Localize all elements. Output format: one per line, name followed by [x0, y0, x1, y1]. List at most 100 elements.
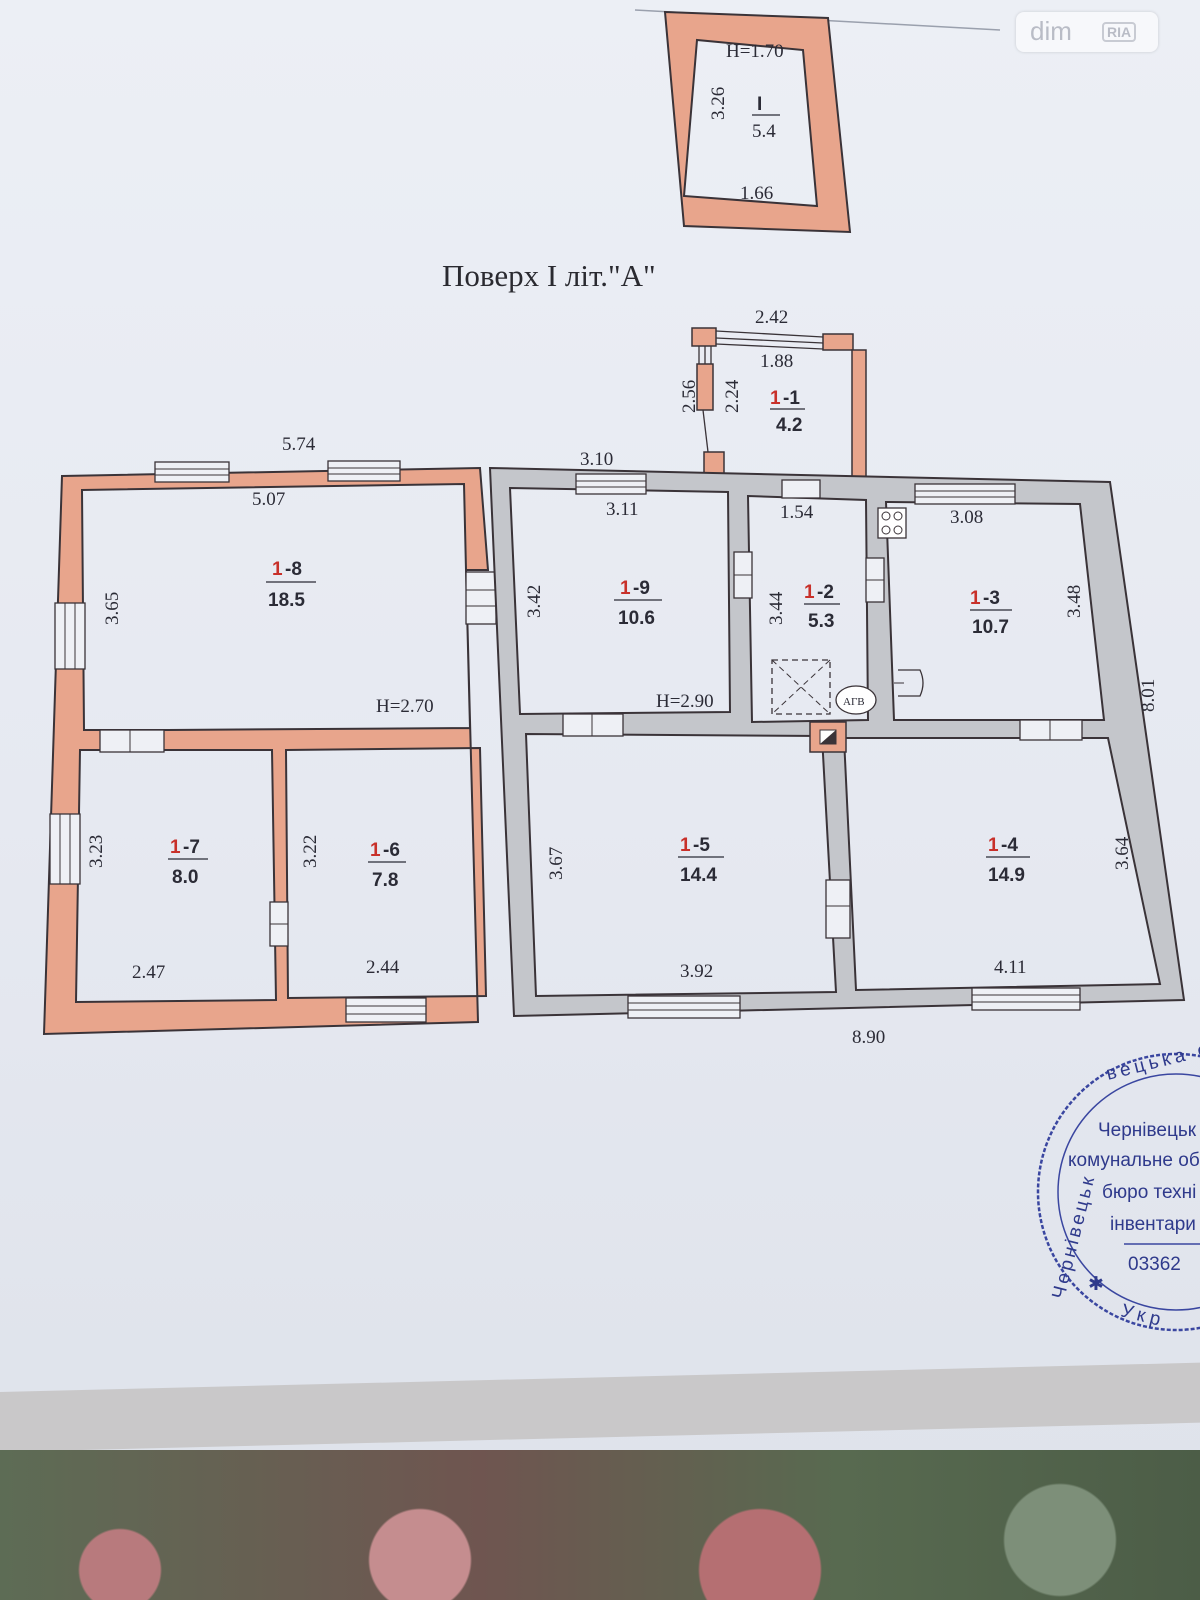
room-1-5-number: -5 — [693, 835, 710, 856]
right-window-sashes — [576, 480, 1080, 1011]
dim-r2-height: 3.44 — [766, 591, 787, 625]
stove-burner-icon — [893, 525, 903, 535]
dim-r5-height: 3.67 — [546, 847, 567, 880]
shower-diagonal — [771, 659, 831, 715]
room-1-4-area: 14.9 — [988, 865, 1025, 886]
chimney — [809, 721, 847, 753]
stove-burner-icon — [881, 511, 891, 521]
room-1-6-number: -6 — [383, 840, 400, 861]
room-1-7-number: -7 — [183, 837, 200, 858]
right-block-height: H=2.90 — [656, 691, 714, 712]
right-block: АГВ — [488, 466, 1186, 1019]
dim-r4-height: 3.64 — [1112, 836, 1133, 870]
stamp-line-4: інвентари — [1110, 1214, 1196, 1235]
porch-inner-width: 1.88 — [760, 351, 793, 372]
stamp-inner-ring — [1057, 1073, 1200, 1311]
room-1-9-number: -9 — [633, 578, 650, 599]
room-1-1-number: -1 — [783, 388, 800, 409]
room-1-2-floor: 1 — [804, 582, 815, 603]
porch-wall — [851, 349, 867, 481]
attic-height: H=1.70 — [726, 41, 784, 62]
dim-r7-width: 2.47 — [132, 962, 165, 983]
room-1-2-area: 5.3 — [808, 611, 834, 632]
room-1-8-number: -8 — [285, 559, 302, 580]
stove-burner-icon — [881, 525, 891, 535]
attic-plan: H=1.70 I 5.4 3.26 1.66 — [663, 10, 852, 234]
dim-hall-width: 1.54 — [780, 502, 814, 523]
porch-depth-inner: 2.24 — [722, 379, 743, 413]
left-block — [42, 460, 497, 1036]
room-1-6-area: 7.8 — [372, 870, 398, 891]
vent-mark — [820, 730, 836, 744]
room-1-5-floor: 1 — [680, 835, 691, 856]
porch-edge-line — [702, 409, 709, 453]
dim-r9-height: 3.42 — [524, 585, 545, 618]
boiler-icon — [835, 685, 877, 715]
attic-side: 3.26 — [708, 87, 729, 120]
porch-window — [698, 330, 824, 364]
shower-diagonal — [771, 659, 831, 715]
dim-kitchen-width: 3.08 — [950, 507, 983, 528]
dim-r6-width: 2.44 — [366, 957, 400, 978]
room-1-4-number: -4 — [1001, 835, 1018, 856]
dim-r8-height: 3.65 — [102, 592, 123, 625]
room-1-8-floor: 1 — [272, 559, 283, 580]
porch: 2.42 1.88 2.56 2.24 — [679, 307, 867, 481]
dim-r3-height: 3.48 — [1064, 585, 1085, 618]
room-1-3-floor: 1 — [970, 588, 981, 609]
dim-top-left-outer: 5.74 — [282, 434, 316, 455]
room-1-1-floor: 1 — [770, 388, 781, 409]
room-1-5-area: 14.4 — [680, 865, 717, 886]
window-sashes — [59, 467, 496, 1015]
left-block-height: H=2.70 — [376, 696, 434, 717]
stamp-line-1: Чернівецьк — [1098, 1120, 1197, 1141]
room-1-9-floor: 1 — [620, 578, 631, 599]
porch-wall — [822, 333, 854, 351]
porch-wall — [691, 327, 717, 347]
dim-r4-width: 4.11 — [994, 957, 1027, 978]
room-1-2-number: -2 — [817, 582, 834, 603]
brand-name: dim — [1030, 16, 1072, 46]
attic-walls — [663, 10, 852, 234]
room-1-8-area: 18.5 — [268, 590, 305, 611]
room-1-3-number: -3 — [983, 588, 1000, 609]
stamp-outer-ring — [1036, 1052, 1200, 1332]
plan-title: Поверх І літ."А" — [442, 258, 656, 293]
stamp-line-3: бюро техні — [1102, 1182, 1196, 1203]
room-1-7-area: 8.0 — [172, 867, 198, 888]
dim-top-mid-inner: 3.11 — [606, 499, 639, 520]
attic-width: 1.66 — [740, 183, 773, 204]
brand-watermark: dim RIA — [1016, 12, 1158, 52]
right-block-openings — [562, 473, 1083, 1019]
stove-icon — [877, 507, 907, 539]
room-1-7-floor: 1 — [170, 837, 181, 858]
room-1-1-area: 4.2 — [776, 415, 802, 436]
room-1-6-floor: 1 — [370, 840, 381, 861]
stamp-line-2: комунальне об — [1068, 1150, 1200, 1171]
dim-right-total: 8.01 — [1138, 679, 1159, 712]
stamp-code: 03362 — [1128, 1254, 1181, 1275]
porch-outer-width: 2.42 — [755, 307, 788, 328]
left-block-windows — [49, 460, 497, 1023]
dimension-labels: 5.74 5.07 3.10 3.11 1.54 3.08 3.65 3.42 … — [86, 434, 1159, 1048]
porch-depth-outer: 2.56 — [679, 380, 700, 413]
room-1-9-area: 10.6 — [618, 608, 655, 629]
attic-number: I — [757, 94, 762, 115]
dim-r6-height: 3.22 — [300, 835, 321, 868]
dim-top-left-inner: 5.07 — [252, 489, 285, 510]
dim-r7-height: 3.23 — [86, 835, 107, 868]
boiler-label: АГВ — [843, 696, 865, 708]
room-labels: 1 -1 4.2 1 -2 5.3 1 -3 10.7 1 -4 14.9 1 … — [168, 388, 1030, 891]
left-block-walls — [42, 466, 490, 1036]
room-1-4-floor: 1 — [988, 835, 999, 856]
attic-area: 5.4 — [752, 121, 776, 142]
floor-plan: H=1.70 I 5.4 3.26 1.66 Поверх І літ."А" … — [42, 9, 1200, 1332]
official-stamp: вецька обл Чернівецьк Укр Чернівецьк ком… — [1036, 1031, 1200, 1332]
dim-bottom-total: 8.90 — [852, 1027, 885, 1048]
dim-top-mid-outer: 3.10 — [580, 449, 613, 470]
stamp-star-icon: ✱ — [1088, 1274, 1104, 1295]
sink-icon — [898, 669, 924, 697]
shower-icon — [771, 659, 831, 715]
room-1-3-area: 10.7 — [972, 617, 1009, 638]
brand-badge: RIA — [1102, 22, 1137, 42]
